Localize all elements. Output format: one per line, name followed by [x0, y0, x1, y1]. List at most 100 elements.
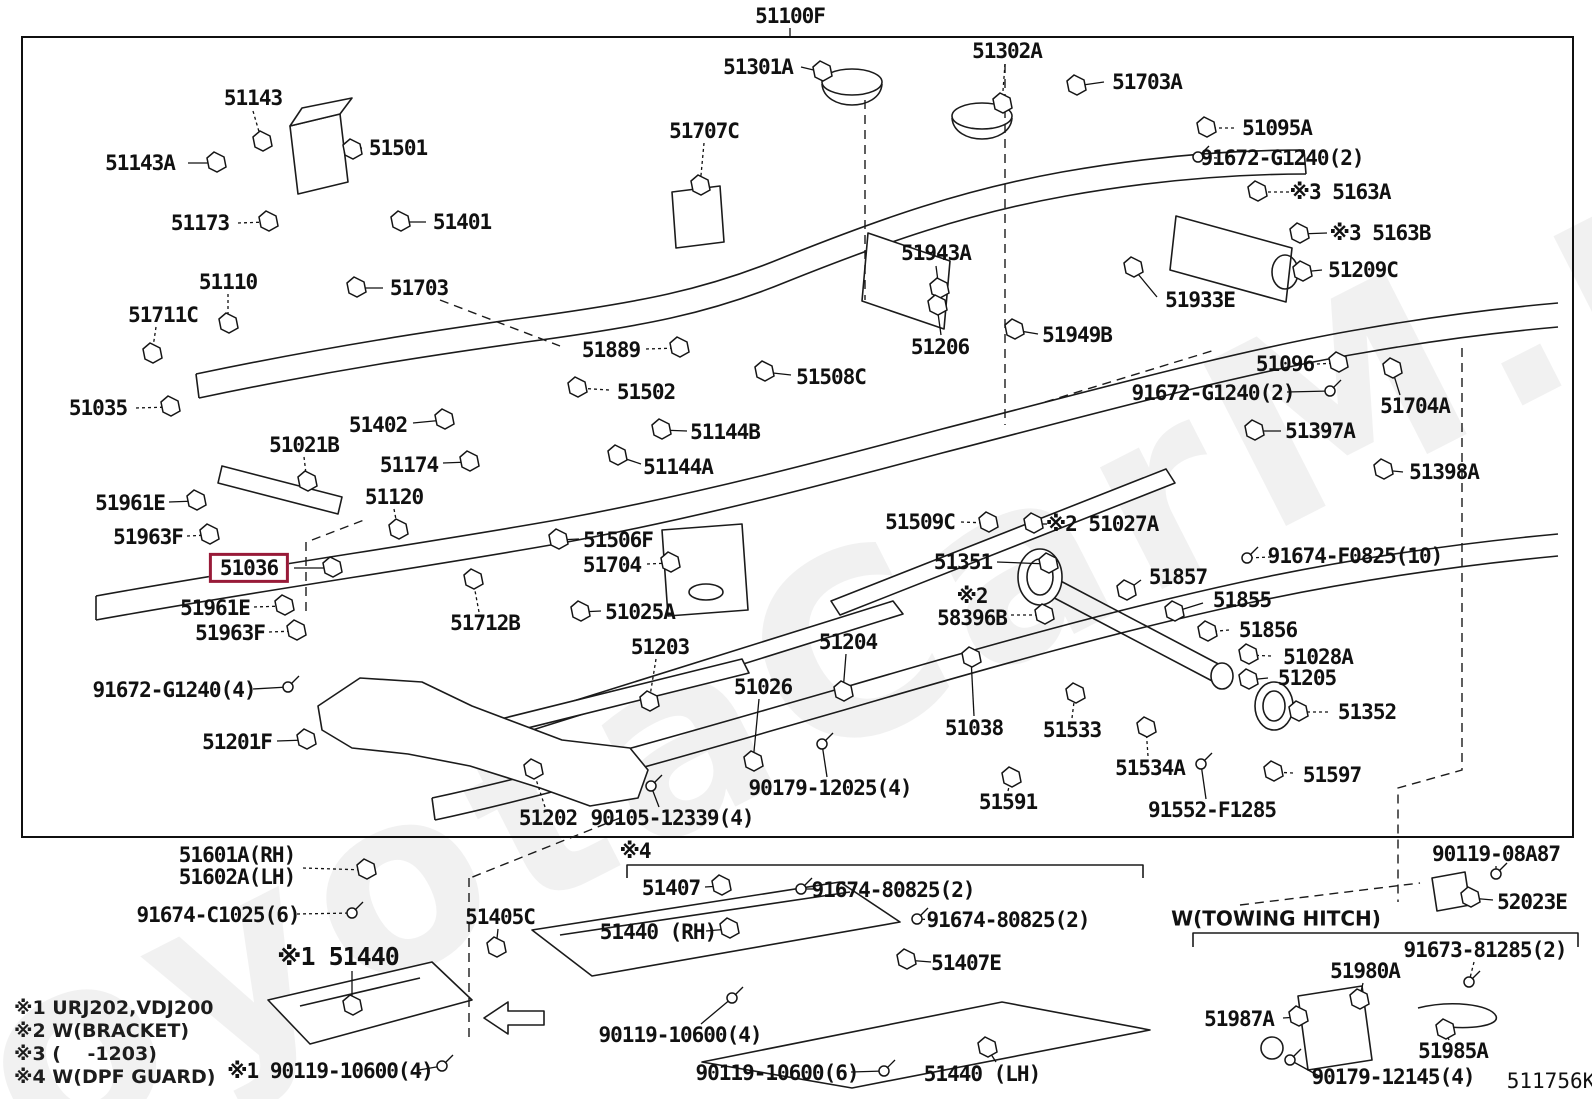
part-label-51110[interactable]: 51110	[198, 269, 258, 294]
part-label-151440[interactable]: ※1 51440	[277, 941, 400, 971]
part-label-52023E[interactable]: 52023E	[1497, 889, 1568, 914]
part-sketch	[570, 600, 591, 622]
part-label-51857[interactable]: 51857	[1148, 564, 1208, 589]
part-label-51961E[interactable]: 51961E	[95, 490, 166, 515]
part-label-51597[interactable]: 51597	[1302, 762, 1362, 787]
part-label-51502[interactable]: 51502	[616, 379, 676, 404]
part-label-51855[interactable]: 51855	[1212, 587, 1272, 612]
part-label-51174[interactable]: 51174	[379, 452, 439, 477]
part-label-51985A[interactable]: 51985A	[1418, 1038, 1489, 1063]
part-label-91674F082510[interactable]: 91674-F0825(10)	[1267, 543, 1444, 568]
part-label-51704[interactable]: 51704	[582, 552, 642, 577]
part-label-90179120254[interactable]: 90179-12025(4)	[748, 775, 912, 800]
part-label-91672G12404[interactable]: 91672-G1240(4)	[92, 677, 256, 702]
part-label-51501[interactable]: 51501	[368, 135, 428, 160]
part-label-51021B[interactable]: 51021B	[269, 432, 340, 457]
part-label-91674808252[interactable]: 91674-80825(2)	[811, 877, 975, 902]
part-label-51120[interactable]: 51120	[364, 484, 424, 509]
part-label-91674C10256[interactable]: 91674-C1025(6)	[136, 902, 300, 927]
mount-arc	[821, 83, 883, 106]
part-label-51707C[interactable]: 51707C	[669, 118, 740, 143]
part-label-51144B[interactable]: 51144B	[690, 419, 761, 444]
part-label-51703A[interactable]: 51703A	[1112, 69, 1183, 94]
part-label-51028A[interactable]: 51028A	[1283, 644, 1354, 669]
bolt-shaft	[1200, 145, 1210, 155]
part-label-51509C[interactable]: 51509C	[885, 509, 956, 534]
part-label-9011908A87[interactable]: 90119-08A87	[1431, 841, 1561, 866]
part-label-51206[interactable]: 51206	[910, 334, 970, 359]
part-label-51440RH[interactable]: 51440 (RH)	[599, 919, 717, 944]
part-label-51402[interactable]: 51402	[348, 412, 408, 437]
part-label-51201F[interactable]: 51201F	[202, 729, 273, 754]
part-label-51398A[interactable]: 51398A	[1409, 459, 1480, 484]
part-label-51949B[interactable]: 51949B	[1042, 322, 1113, 347]
bolt-shaft	[653, 774, 663, 784]
part-label-51025A[interactable]: 51025A	[605, 599, 676, 624]
part-label-51933E[interactable]: 51933E	[1165, 287, 1236, 312]
part-label-190119106004[interactable]: ※1 90119-10600(4)	[227, 1058, 434, 1083]
part-label-90105123394[interactable]: 90105-12339(4)	[590, 805, 754, 830]
bolt-shaft	[1249, 546, 1259, 556]
part-label-51703[interactable]: 51703	[389, 275, 449, 300]
part-label-90119106004[interactable]: 90119-10600(4)	[598, 1022, 762, 1047]
part-label-35163A[interactable]: ※3 5163A	[1289, 179, 1392, 204]
part-label-51144A[interactable]: 51144A	[643, 454, 714, 479]
part-label-51943A[interactable]: 51943A	[901, 240, 972, 265]
part-label-51889[interactable]: 51889	[581, 337, 641, 362]
part-label-51143A[interactable]: 51143A	[105, 150, 176, 175]
part-label-91673812852[interactable]: 91673-81285(2)	[1403, 937, 1567, 962]
part-label-51096[interactable]: 51096	[1255, 351, 1315, 376]
part-label-90119106006[interactable]: 90119-10600(6)	[695, 1060, 859, 1085]
part-label-51856[interactable]: 51856	[1238, 617, 1298, 642]
part-label-51401[interactable]: 51401	[432, 209, 492, 234]
crossmember-51206	[861, 232, 951, 330]
part-label-51963F[interactable]: 51963F	[195, 620, 266, 645]
part-label-91672G12402[interactable]: 91672-G1240(2)	[1200, 145, 1364, 170]
part-label-51302A[interactable]: 51302A	[972, 38, 1043, 63]
part-label-51712B[interactable]: 51712B	[450, 610, 521, 635]
part-label-51440LH[interactable]: 51440 (LH)	[923, 1061, 1041, 1086]
part-label-51508C[interactable]: 51508C	[796, 364, 867, 389]
part-label-35163B[interactable]: ※3 5163B	[1329, 220, 1432, 245]
part-label-91674808252[interactable]: 91674-80825(2)	[926, 907, 1090, 932]
part-label-51026[interactable]: 51026	[733, 674, 793, 699]
part-label-51143[interactable]: 51143	[223, 85, 283, 110]
part-label-51205[interactable]: 51205	[1277, 665, 1337, 690]
part-label-51204[interactable]: 51204	[818, 629, 878, 654]
part-label-51203[interactable]: 51203	[630, 634, 690, 659]
part-label-51407[interactable]: 51407	[641, 875, 701, 900]
part-label-90179121454[interactable]: 90179-12145(4)	[1311, 1064, 1475, 1089]
group-bracket-towing	[1192, 932, 1579, 947]
part-label-258396B[interactable]: ※2 58396B	[937, 583, 1008, 630]
part-label-51407E[interactable]: 51407E	[931, 950, 1002, 975]
part-label-51209C[interactable]: 51209C	[1328, 257, 1399, 282]
part-label-51961E[interactable]: 51961E	[180, 595, 251, 620]
part-label-91552F1285[interactable]: 91552-F1285	[1147, 797, 1277, 822]
part-label-251027A[interactable]: ※2 51027A	[1045, 511, 1160, 536]
part-label-51405C[interactable]: 51405C	[465, 904, 536, 929]
part-label-51980A[interactable]: 51980A	[1330, 958, 1401, 983]
part-label-51038[interactable]: 51038	[944, 715, 1004, 740]
part-label-51035[interactable]: 51035	[68, 395, 128, 420]
part-label-51601ARH51602A[interactable]: 51601A(RH) 51602A(LH)	[178, 842, 296, 889]
part-label-51352[interactable]: 51352	[1337, 699, 1397, 724]
part-label-51987A[interactable]: 51987A	[1204, 1006, 1275, 1031]
part-label-51704A[interactable]: 51704A	[1380, 393, 1451, 418]
part-label-51202[interactable]: 51202	[518, 805, 578, 830]
part-label-51397A[interactable]: 51397A	[1285, 418, 1356, 443]
part-label-51100F[interactable]: 51100F	[755, 3, 826, 28]
part-label-91672G12402[interactable]: 91672-G1240(2)	[1131, 380, 1295, 405]
part-label-51711C[interactable]: 51711C	[128, 302, 199, 327]
part-label-51301A[interactable]: 51301A	[723, 54, 794, 79]
part-sketch	[356, 858, 377, 880]
part-label-51506F[interactable]: 51506F	[583, 527, 654, 552]
part-label-51036[interactable]: 51036	[208, 552, 290, 584]
part-label-51533[interactable]: 51533	[1042, 717, 1102, 742]
part-label-51591[interactable]: 51591	[978, 789, 1038, 814]
part-label-51351[interactable]: 51351	[933, 549, 993, 574]
part-label-51534A[interactable]: 51534A	[1115, 755, 1186, 780]
part-label-51963F[interactable]: 51963F	[113, 524, 184, 549]
bolt-shaft	[919, 907, 929, 917]
part-label-51095A[interactable]: 51095A	[1242, 115, 1313, 140]
part-label-51173[interactable]: 51173	[170, 210, 230, 235]
